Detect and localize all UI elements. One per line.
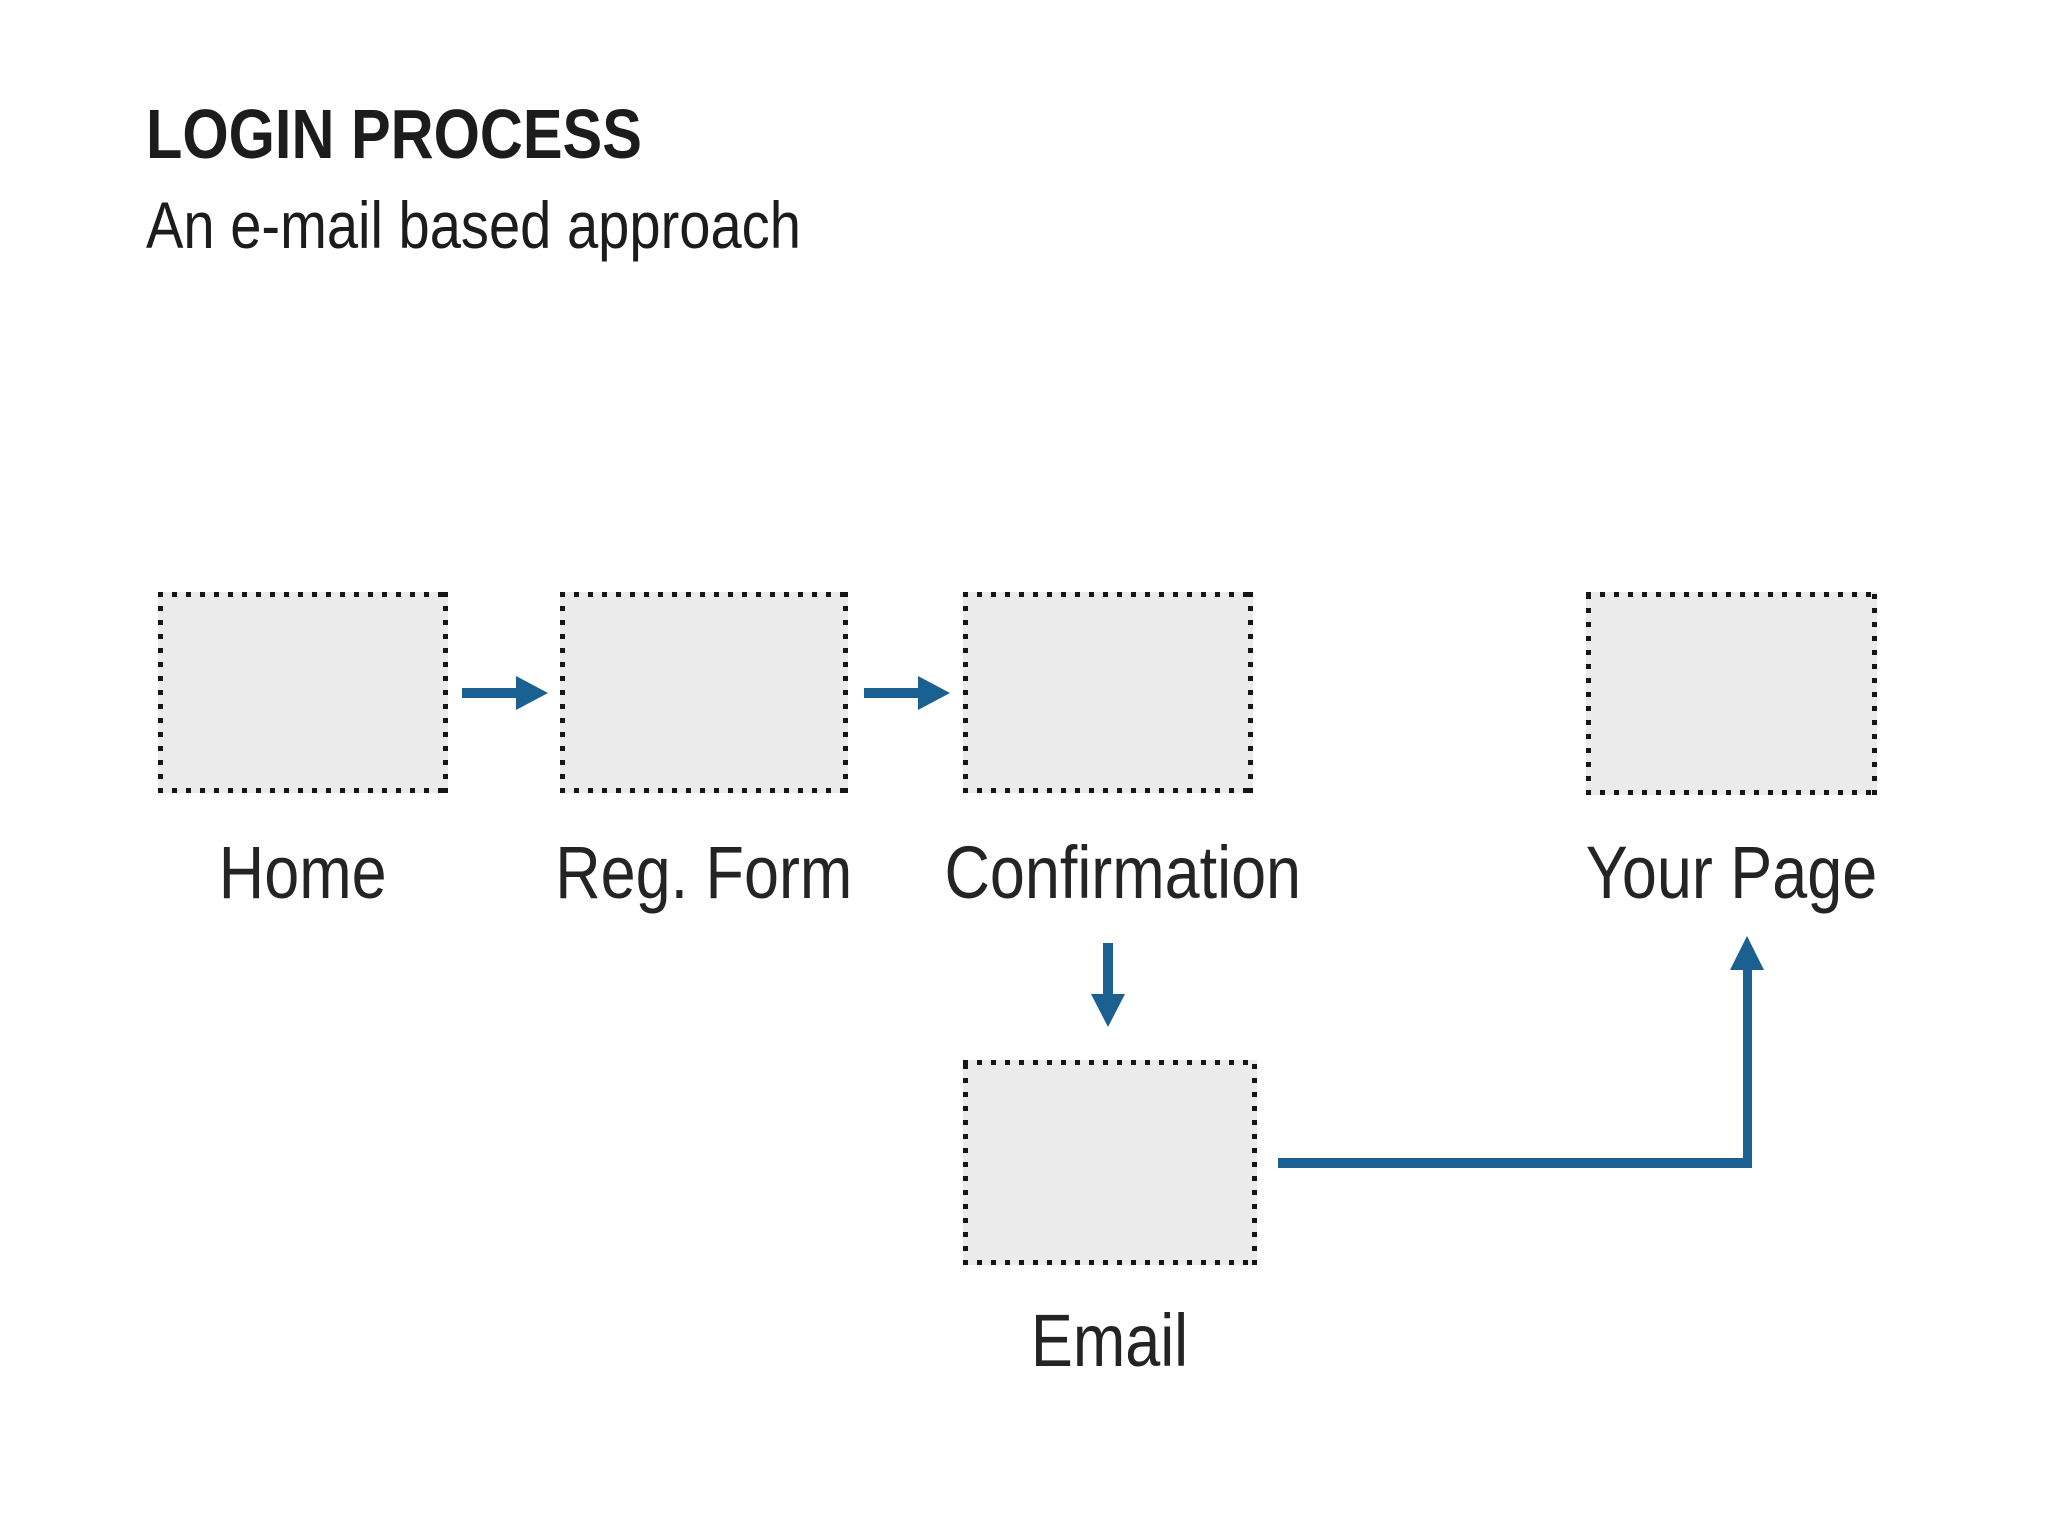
node-label-your-page: Your Page (1585, 831, 1878, 914)
node-label-home: Home (219, 831, 387, 914)
arrow-head-down-icon (1091, 994, 1125, 1027)
arrow-head-right-icon (516, 676, 548, 710)
node-box-confirmation (963, 592, 1253, 793)
arrow-head-right-icon (918, 676, 950, 710)
arrow-shaft (864, 688, 920, 698)
arrow-elbow-vertical (1743, 968, 1752, 1168)
node-box-reg-form (560, 592, 848, 793)
arrow-shaft (462, 688, 518, 698)
node-box-home (158, 592, 448, 793)
arrow-shaft (1103, 943, 1113, 996)
node-label-confirmation: Confirmation (944, 831, 1302, 914)
node-box-email (963, 1060, 1257, 1265)
arrow-head-up-icon (1730, 936, 1764, 970)
node-label-email: Email (1031, 1299, 1189, 1382)
page-title: LOGIN PROCESS (146, 95, 642, 173)
node-box-your-page (1586, 592, 1877, 795)
node-label-reg-form: Reg. Form (555, 831, 853, 914)
page-subtitle: An e-mail based approach (146, 188, 801, 262)
arrow-elbow-horizontal (1278, 1158, 1752, 1168)
